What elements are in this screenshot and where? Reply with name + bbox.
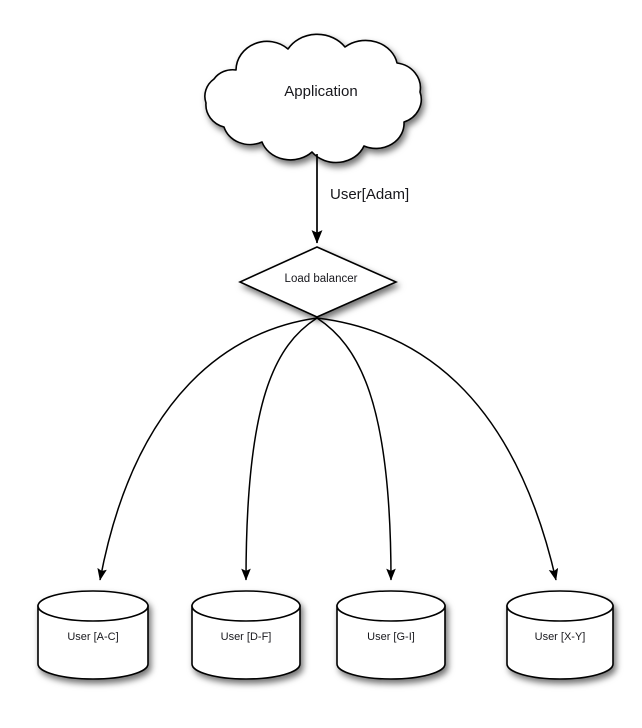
- edge-load-balancer-to-db-0: [97, 317, 318, 581]
- edge-load-balancer-to-db-3: [316, 317, 559, 581]
- cloud-shape: [204, 33, 423, 164]
- edge-load-balancer-to-db-1: [241, 317, 318, 581]
- cylinder-body: [506, 605, 614, 680]
- cylinder-body: [191, 605, 301, 680]
- node-application[interactable]: [204, 33, 423, 164]
- node-db-0[interactable]: [37, 590, 149, 680]
- diamond-shape: [238, 246, 398, 318]
- node-load-balancer[interactable]: [238, 246, 398, 318]
- node-db-3[interactable]: [506, 590, 614, 680]
- node-db-2[interactable]: [336, 590, 446, 680]
- edge-load-balancer-to-db-2: [316, 317, 396, 581]
- cylinder-top: [37, 590, 149, 622]
- node-db-1[interactable]: [191, 590, 301, 680]
- cylinder-top: [191, 590, 301, 622]
- cylinder-body: [336, 605, 446, 680]
- cylinder-top: [506, 590, 614, 622]
- cylinder-top: [336, 590, 446, 622]
- cylinder-body: [37, 605, 149, 680]
